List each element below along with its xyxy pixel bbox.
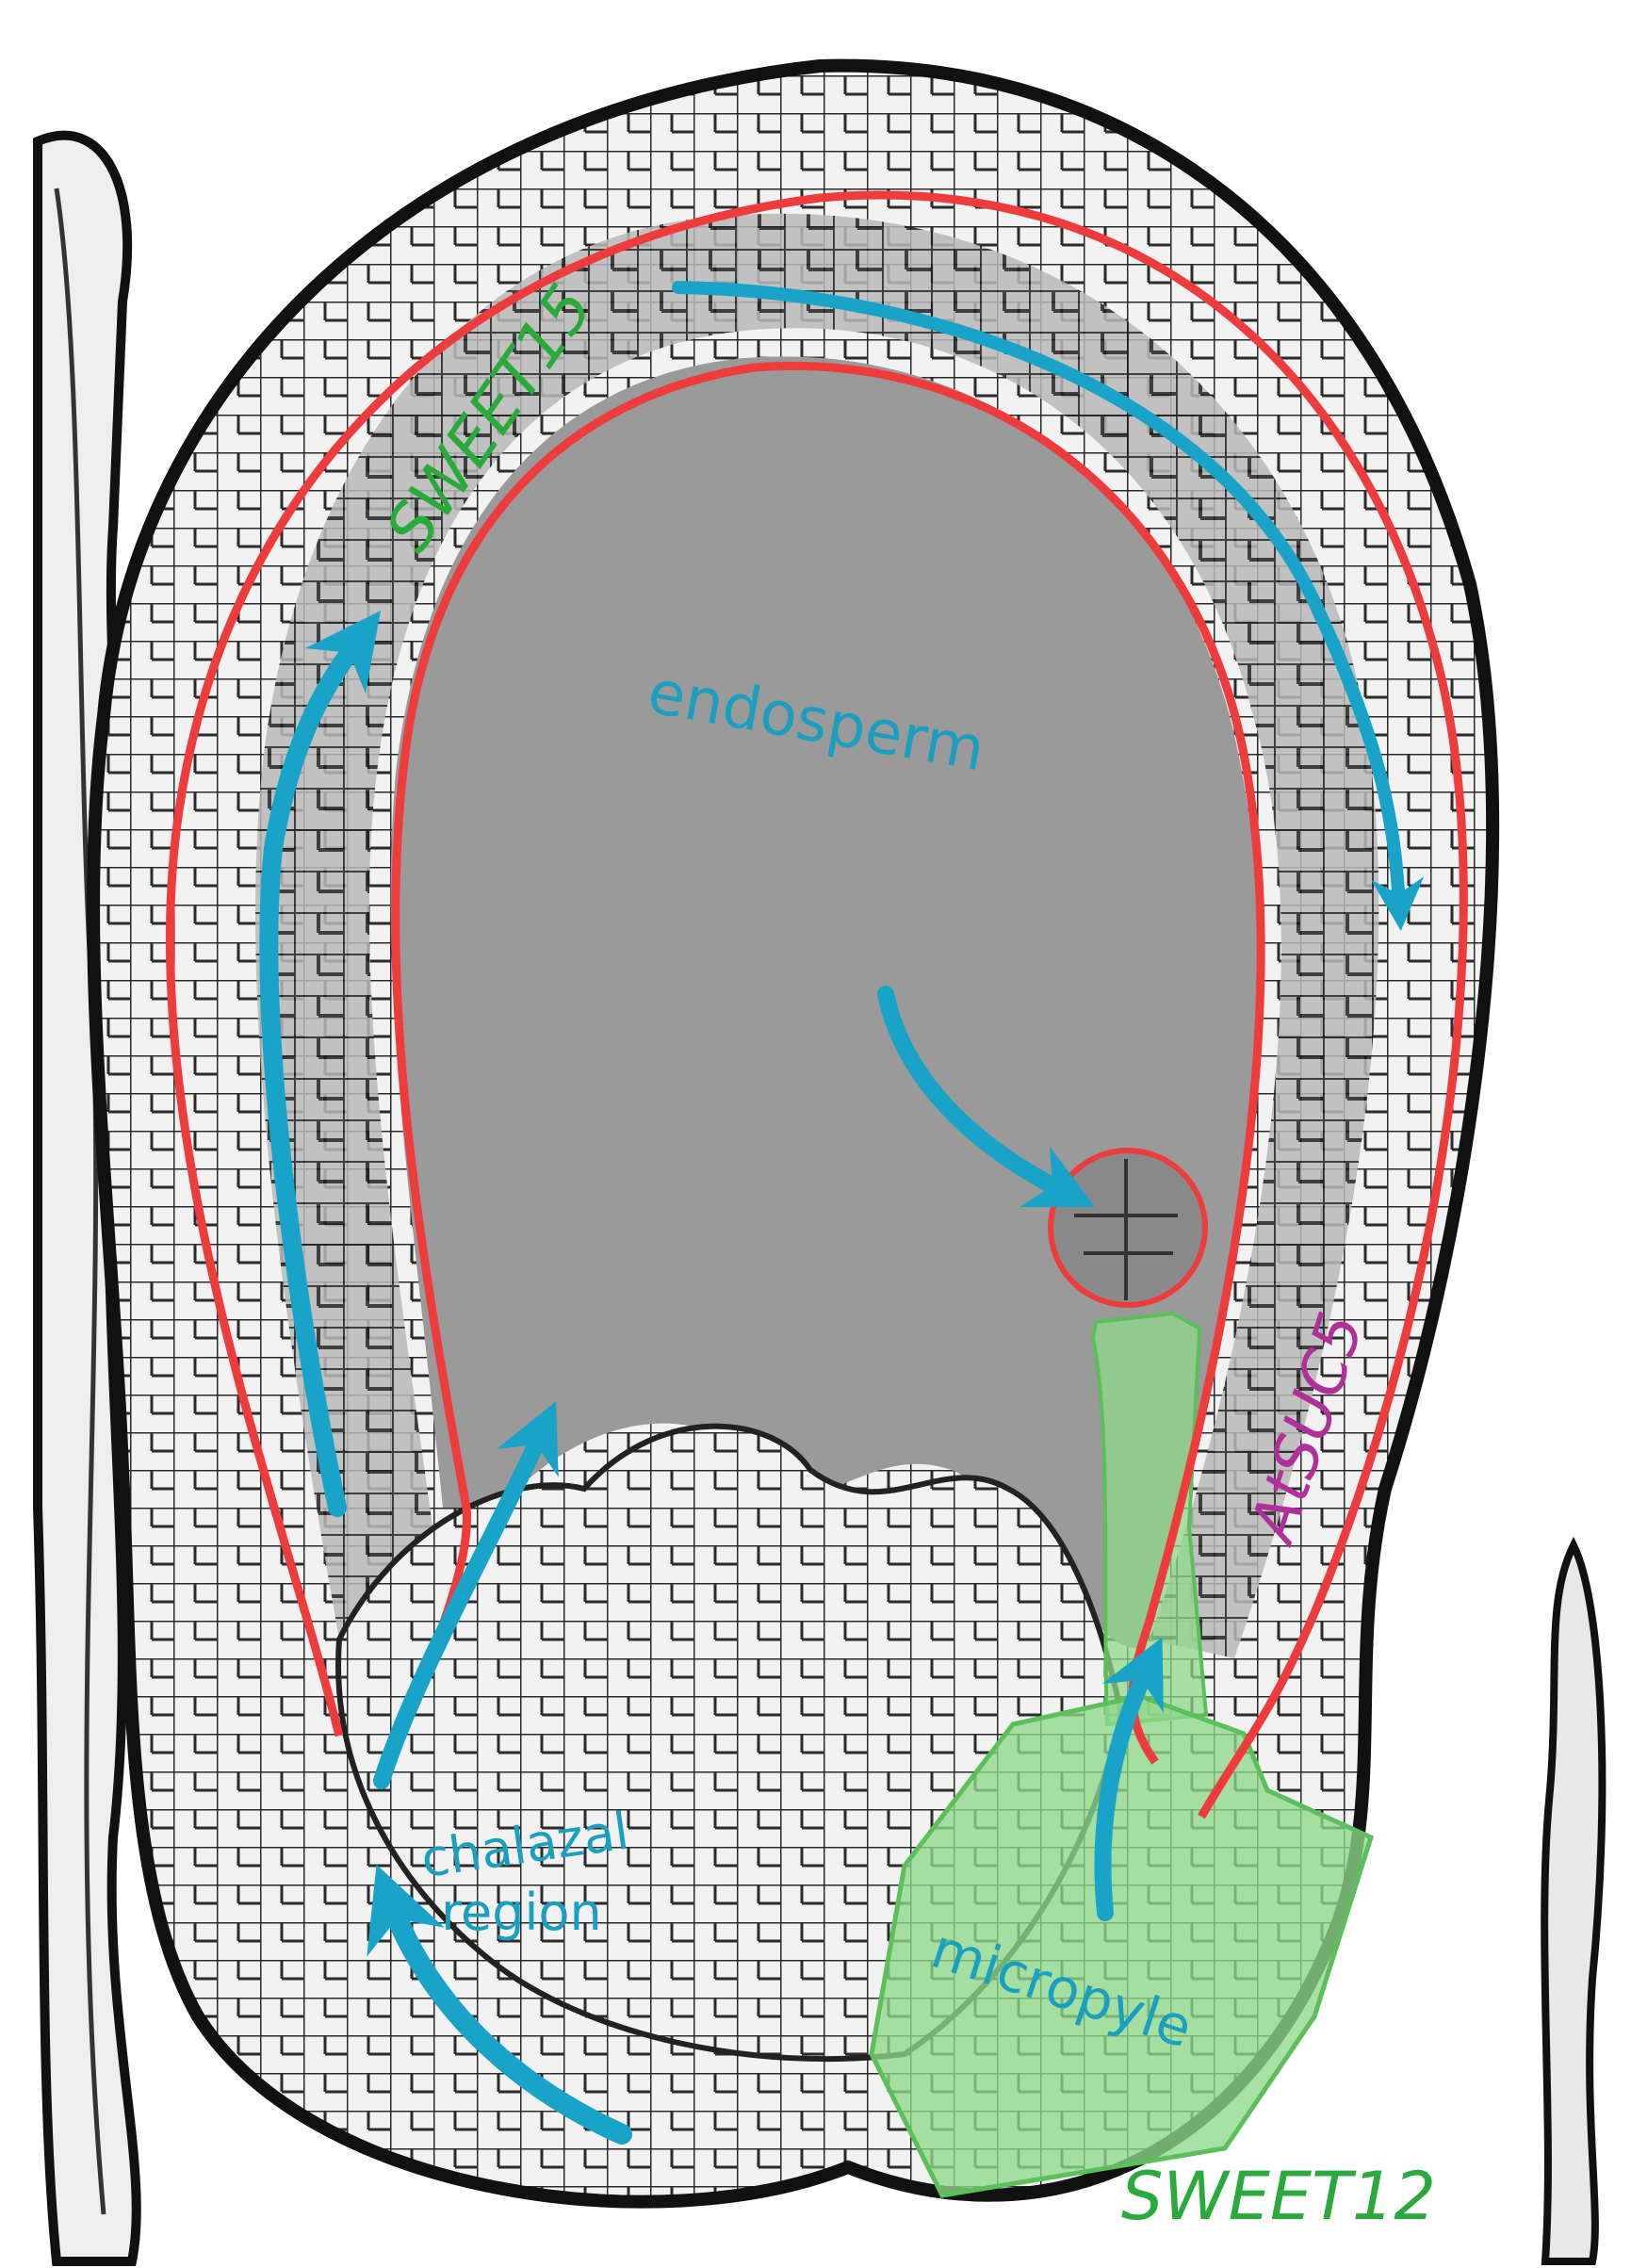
arrow-left-upward [259,610,381,1517]
transport-arrows [259,281,1425,2145]
micropyle-sweet12-patch [869,1693,1375,2198]
arrow-bottom-into-chalaza [367,1864,632,2145]
label-sweet12: SWEET12 [1121,2158,1436,2235]
label-chalazal-line2: region [441,1883,602,1942]
right-neighbor-tissue [1541,1537,1607,2265]
arrow-chalazal-into-endosperm [373,1401,559,1789]
arrow-top-over-coat [672,281,1425,931]
arrow-into-embryo [877,986,1096,1208]
endosperm-region [390,356,1259,1650]
outer-integument-outline [165,190,1468,1819]
arrow-micropyle-upward [1094,1637,1164,1921]
inner-integument-outline [391,362,1265,1765]
integument-band [255,213,1379,1659]
